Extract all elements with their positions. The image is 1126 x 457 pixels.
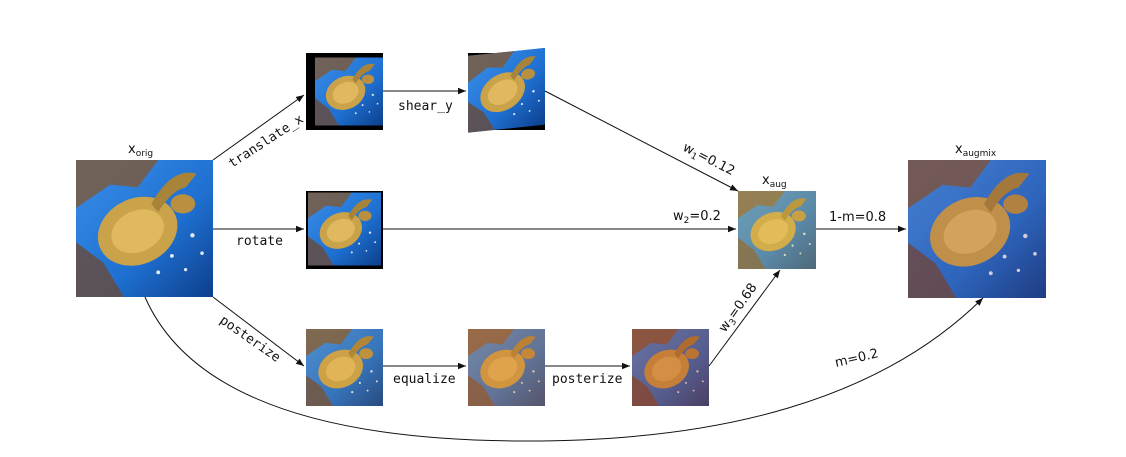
edge-posterize-aug: [708, 269, 781, 367]
image-posterize-2: [632, 329, 709, 406]
op-shear-y: shear_y: [398, 99, 453, 114]
image-rotate: [306, 191, 383, 269]
image-orig: [76, 160, 213, 297]
image-equalize: [468, 329, 545, 406]
label-x-aug: xaug: [762, 173, 787, 190]
image-posterize-1: [306, 329, 383, 406]
weight-w1: w1=0.12: [679, 140, 737, 181]
edge-shear-aug: [544, 90, 739, 192]
op-posterize-1: posterize: [217, 313, 283, 366]
image-aug: [738, 191, 816, 269]
mix-one-minus-m: 1-m=0.8: [829, 210, 886, 225]
op-rotate: rotate: [236, 234, 283, 249]
edge-orig-augmix-curve: [144, 296, 984, 442]
op-posterize-2: posterize: [552, 372, 623, 387]
edge-orig-translate: [212, 94, 305, 161]
mix-m: m=0.2: [834, 346, 880, 371]
edge-orig-posterize: [212, 296, 305, 367]
image-shear-y: [468, 47, 545, 133]
label-x-augmix: xaugmix: [955, 142, 997, 159]
image-translate-x: [306, 53, 383, 130]
image-augmix: [908, 160, 1046, 298]
weight-w3: w3=0.68: [716, 281, 762, 337]
label-x-orig: xorig: [128, 142, 153, 159]
op-equalize: equalize: [393, 372, 456, 387]
weight-w2: w2=0.2: [673, 209, 721, 226]
